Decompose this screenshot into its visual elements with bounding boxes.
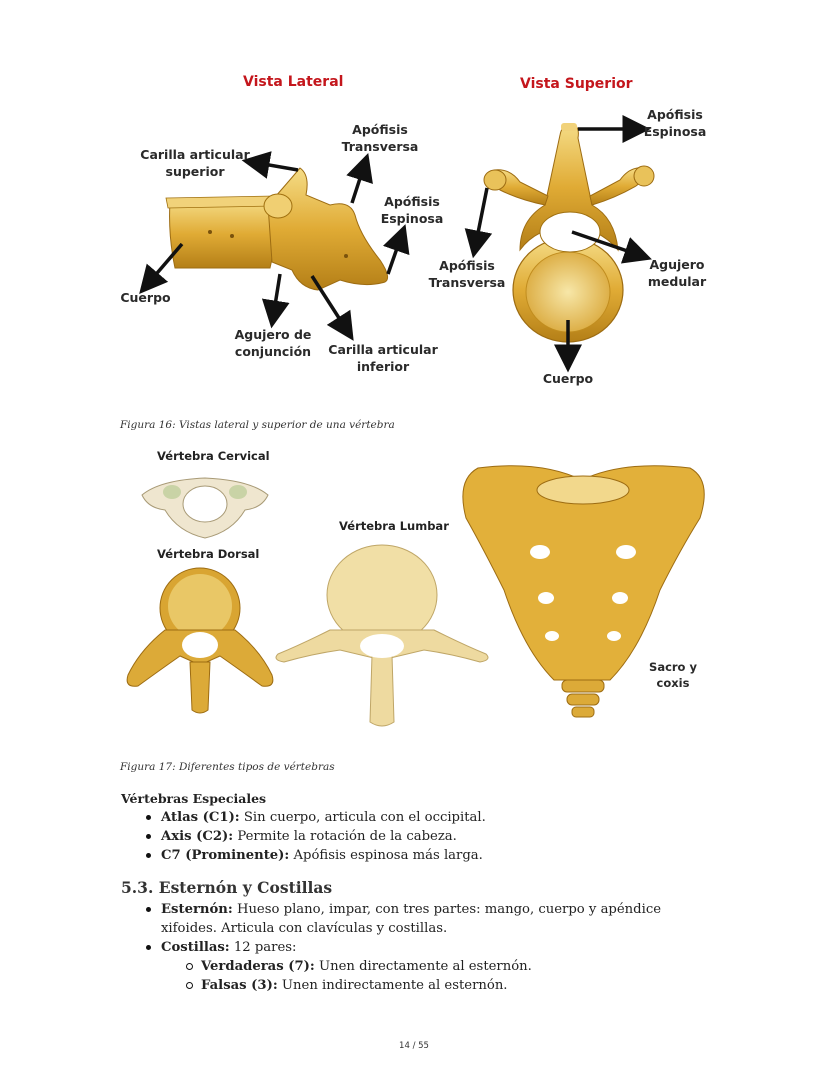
page-number: 14 / 55	[399, 1041, 429, 1051]
sacrum-coccyx-title: Sacro y coxis	[649, 660, 697, 690]
lumbar-vertebra-shape	[275, 544, 489, 727]
label-apofisis-espinosa-lateral: Apófisis Espinosa	[380, 194, 444, 226]
esternon-block: Esternón: Hueso plano, impar, con tres p…	[146, 900, 721, 995]
section-heading: 5.3. Esternón y Costillas	[121, 878, 333, 897]
list-item-axis: Axis (C2): Permite la rotación de la cab…	[146, 827, 741, 846]
cervical-vertebra-title: Vértebra Cervical	[157, 449, 270, 463]
label-agujero-medular: Agujero medular	[647, 257, 707, 289]
vertebra-lateral-illustration	[139, 115, 655, 373]
superior-view-title: Vista Superior	[520, 76, 633, 92]
figure-16-caption: Figura 16: Vistas lateral y superior de …	[120, 419, 395, 431]
list-item-costillas: Costillas: 12 pares: Verdaderas (7): Une…	[146, 938, 721, 995]
figure-17: Vértebra Cervical Vértebra Dorsal Vérteb…	[0, 440, 828, 780]
especiales-heading: Vértebras Especiales	[121, 791, 267, 806]
dorsal-vertebra-title: Vértebra Dorsal	[157, 547, 260, 561]
label-apofisis-transversa-lateral: Apófisis Transversa	[341, 122, 419, 154]
especiales-list: Atlas (C1): Sin cuerpo, articula con el …	[146, 808, 741, 865]
costillas-sublist: Verdaderas (7): Unen directamente al est…	[186, 957, 721, 995]
label-carilla-articular-inferior: Carilla articular inferior	[328, 342, 438, 374]
esternon-list: Esternón: Hueso plano, impar, con tres p…	[146, 900, 721, 995]
list-item-esternon: Esternón: Hueso plano, impar, con tres p…	[146, 900, 721, 938]
label-apofisis-espinosa-superior: Apófisis Espinosa	[643, 107, 707, 139]
cervical-vertebra-shape	[141, 477, 269, 539]
sacrum-shape	[462, 465, 705, 718]
figure-16: Vista Lateral Vista Superior	[0, 0, 828, 440]
especiales-block: Vértebras Especiales Atlas (C1): Sin cue…	[121, 789, 741, 865]
label-carilla-articular-superior: Carilla articular superior	[140, 147, 250, 179]
list-item-verdaderas: Verdaderas (7): Unen directamente al est…	[186, 957, 721, 976]
figure-17-caption: Figura 17: Diferentes tipos de vértebras	[120, 761, 335, 773]
label-cuerpo-superior: Cuerpo	[542, 371, 594, 386]
vertebra-types-illustration	[126, 465, 705, 727]
lateral-view-title: Vista Lateral	[243, 74, 344, 90]
label-cuerpo-lateral: Cuerpo	[120, 290, 171, 305]
label-agujero-de-conjuncion: Agujero de conjunción	[234, 327, 312, 359]
lumbar-vertebra-title: Vértebra Lumbar	[339, 519, 449, 533]
list-item-atlas: Atlas (C1): Sin cuerpo, articula con el …	[146, 808, 741, 827]
list-item-c7: C7 (Prominente): Apófisis espinosa más l…	[146, 846, 741, 865]
dorsal-vertebra-shape	[126, 567, 274, 714]
label-apofisis-transversa-superior: Apófisis Transversa	[428, 258, 506, 290]
list-item-falsas: Falsas (3): Unen indirectamente al ester…	[186, 976, 721, 995]
